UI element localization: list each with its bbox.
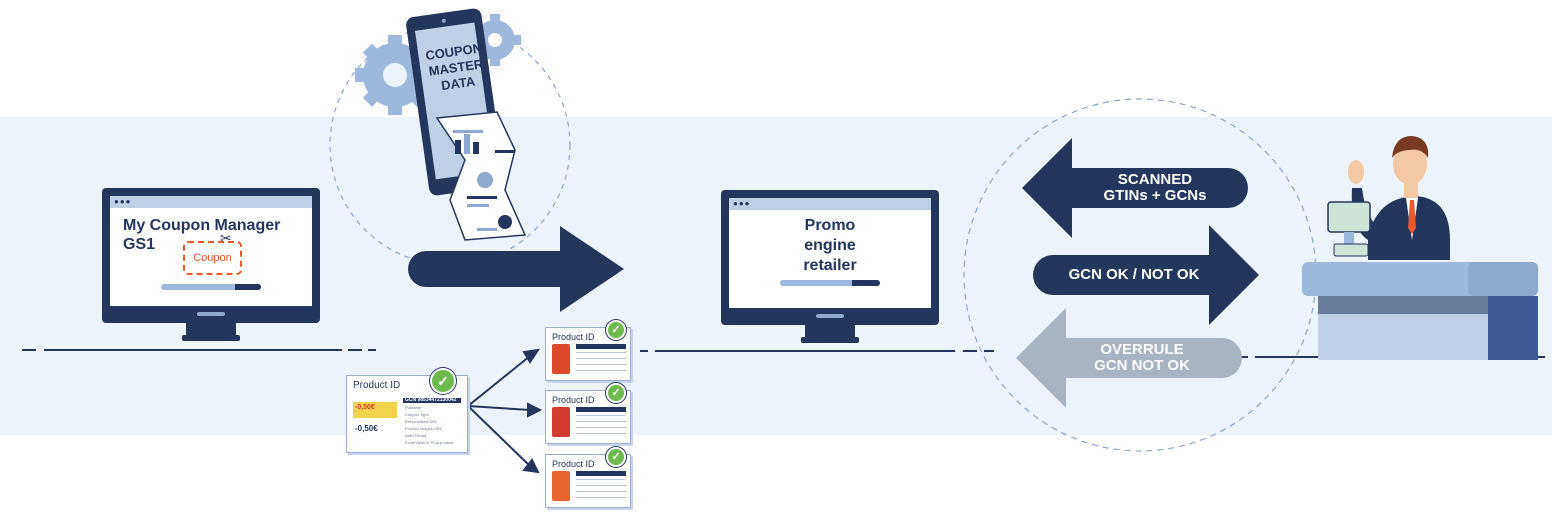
promo-title-line2: engine	[804, 237, 856, 254]
overrule-label-line2: GCN NOT OK	[1094, 357, 1190, 374]
coupon-image	[353, 402, 397, 418]
check-icon: ✓	[606, 320, 626, 340]
window-titlebar: ●●●	[110, 196, 312, 208]
coupon-master-data-phone	[355, 8, 527, 241]
card-row	[576, 421, 626, 422]
left-monitor: ●●● My Coupon Manager GS1 Coupon ✂	[102, 188, 320, 348]
card-row: Personalised URL	[405, 419, 438, 424]
offer-label-1: -0,50€	[355, 404, 375, 411]
product-image	[552, 471, 570, 501]
overrule-label-line1: OVERRULE	[1100, 341, 1184, 358]
checkout-counter	[1302, 136, 1538, 360]
product-card-main: Product ID ✓ -0,50€ -0,50€ GCN 985344721…	[346, 368, 468, 453]
check-icon: ✓	[606, 447, 626, 467]
monitor-base	[182, 335, 240, 341]
scanned-arrow-left	[1022, 138, 1248, 238]
gear-icon	[355, 35, 435, 115]
window-dots-icon: ●●●	[733, 199, 751, 208]
promo-title-line3: retailer	[803, 257, 857, 274]
gcn-header	[576, 344, 626, 349]
card-row	[576, 427, 626, 428]
card-title: Product ID	[552, 332, 595, 342]
scanned-label-line1: SCANNED	[1117, 171, 1193, 188]
card-row: Product images URL	[405, 426, 442, 431]
gcn-header	[576, 471, 626, 476]
monitor-neck	[805, 325, 855, 339]
card-title: Product ID	[552, 395, 595, 405]
timeline-line	[655, 350, 955, 352]
progress-bar	[780, 280, 880, 286]
scissors-icon: ✂	[220, 230, 232, 246]
check-icon: ✓	[430, 368, 456, 394]
card-row	[576, 358, 626, 359]
timeline-dash	[22, 349, 36, 351]
gcn-ok-arrow-right	[1033, 225, 1259, 325]
phone-label: COUPON MASTER DATA	[422, 40, 490, 96]
card-row	[576, 479, 626, 480]
timeline-dash	[963, 350, 977, 352]
card-row: Valid Period	[405, 433, 427, 438]
promo-engine-title: Promo engine retailer	[729, 216, 931, 276]
timeline-dash	[1240, 356, 1248, 358]
monitor-screen: ●●● Promo engine retailer	[729, 198, 931, 308]
app-title: My Coupon Manager GS1	[123, 216, 280, 254]
product-card: Product ID ✓	[545, 383, 631, 444]
check-icon: ✓	[606, 383, 626, 403]
card-row	[576, 364, 626, 365]
card-row	[576, 352, 626, 353]
overrule-arrow-left	[1016, 308, 1242, 408]
progress-bar	[161, 284, 261, 290]
gcn-number: GCN 98534472130042	[405, 397, 457, 403]
gcn-ok-label: GCN OK / NOT OK	[1068, 266, 1200, 283]
monitor-screen: ●●● My Coupon Manager GS1 Coupon ✂	[110, 196, 312, 306]
timeline-dash	[984, 350, 994, 352]
coupon-tag[interactable]: Coupon	[183, 241, 242, 275]
gcn-header	[576, 407, 626, 412]
cashier-avatar	[1348, 136, 1450, 260]
gcn-header	[403, 398, 461, 403]
card-title: Product ID	[353, 380, 401, 391]
cash-register	[1327, 201, 1371, 257]
coupon-label: Coupon	[193, 252, 232, 264]
card-row: Publisher	[405, 405, 422, 410]
timeline-dash	[348, 349, 362, 351]
timeline-line	[44, 349, 342, 351]
window-dots-icon: ●●●	[114, 197, 132, 206]
app-title-line2: GS1	[123, 236, 156, 253]
card-row	[576, 485, 626, 486]
app-title-line1: My Coupon Manager	[123, 217, 281, 234]
monitor-led	[816, 314, 844, 318]
card-row	[576, 497, 626, 498]
timeline-dash	[640, 350, 648, 352]
monitor-led	[197, 312, 225, 316]
card-title: Product ID	[552, 459, 595, 469]
monitor-neck	[186, 323, 236, 337]
product-card: Product ID ✓	[545, 320, 631, 381]
window-titlebar: ●●●	[729, 198, 931, 210]
product-card: Product ID ✓	[545, 447, 631, 508]
card-row: Coupon Type	[405, 412, 429, 417]
scanned-label-line2: GTINs + GCNs	[1103, 187, 1207, 204]
card-row	[576, 433, 626, 434]
timeline-dash	[368, 349, 376, 351]
center-monitor: ●●● Promo engine retailer	[721, 190, 939, 352]
product-image	[552, 344, 570, 374]
card-row: Food Value in Prod product	[405, 440, 454, 445]
card-row	[576, 491, 626, 492]
offer-label-2: -0,50€	[355, 424, 378, 433]
card-row	[576, 370, 626, 371]
product-image	[552, 407, 570, 437]
flow-arrow-right	[408, 226, 624, 312]
scanned-label: SCANNED GTINs + GCNs	[1070, 172, 1240, 204]
monitor-base	[801, 337, 859, 343]
promo-title-line1: Promo	[804, 217, 856, 234]
card-row	[576, 415, 626, 416]
overrule-label: OVERRULE GCN NOT OK	[1060, 342, 1224, 374]
